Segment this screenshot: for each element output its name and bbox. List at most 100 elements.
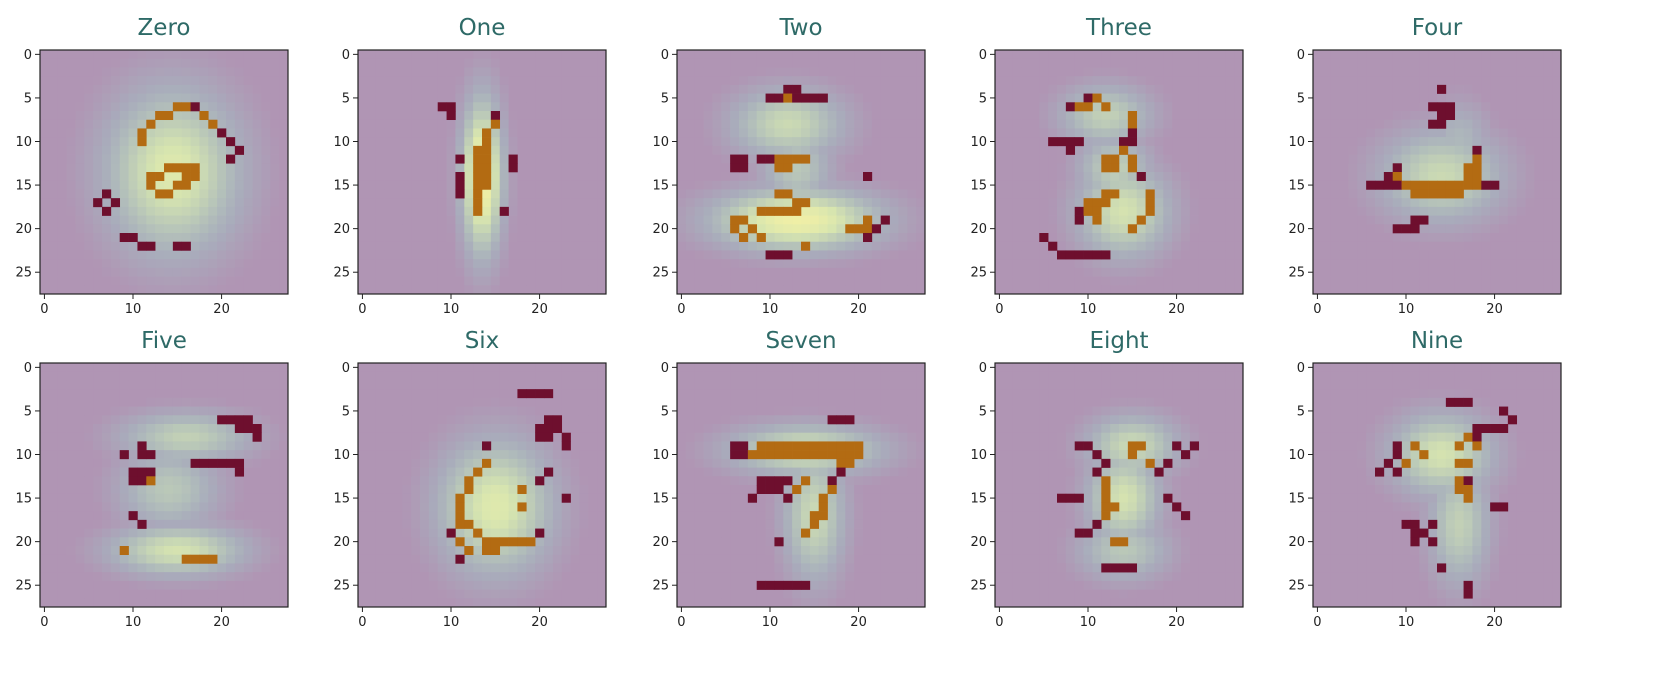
heat-cell: [208, 84, 218, 94]
heat-cell: [517, 102, 527, 112]
heat-cell: [437, 84, 447, 94]
heat-cell: [84, 172, 94, 182]
heat-cell: [1481, 189, 1491, 199]
heat-cell: [490, 198, 501, 208]
heat-cell: [384, 172, 394, 182]
heat-cell: [907, 154, 917, 164]
heat-cell: [102, 415, 112, 425]
heat-cell: [261, 389, 271, 399]
heat-cell: [172, 415, 183, 425]
heat-cell: [1445, 137, 1456, 147]
heat-cell: [252, 580, 262, 590]
heat-cell: [703, 84, 713, 94]
heat-cell: [1039, 102, 1049, 112]
heat-cell: [854, 119, 864, 129]
heat-cell: [765, 180, 775, 190]
heat-cell: [1339, 119, 1349, 129]
heat-cell: [1145, 137, 1155, 147]
heat-cell: [544, 58, 554, 68]
heat-cell: [1313, 215, 1323, 225]
heat-cell: [270, 406, 280, 416]
heat-cell: [1383, 102, 1394, 112]
heat-cell: [1516, 163, 1526, 173]
heat-cell: [48, 154, 59, 164]
heat-cell: [739, 93, 749, 103]
heat-cell: [358, 276, 368, 286]
heat-cell: [1516, 198, 1526, 208]
heat-cell: [217, 172, 227, 182]
heat-cell: [1499, 102, 1509, 112]
heat-cell: [199, 424, 209, 434]
heat-cell: [570, 119, 580, 129]
heat-cell: [190, 241, 200, 251]
heat-cell: [279, 250, 289, 260]
heat-cell: [420, 267, 430, 277]
digit-pixel: [1419, 215, 1429, 225]
heat-cell: [517, 276, 527, 286]
heat-cell: [809, 180, 820, 190]
heat-cell: [809, 102, 820, 112]
heat-cell: [411, 76, 421, 86]
heat-cell: [730, 180, 740, 190]
heat-cell: [1198, 241, 1208, 251]
heat-cell: [243, 485, 253, 495]
digit-pixel: [164, 189, 174, 199]
heat-cell: [366, 145, 377, 155]
heat-cell: [1330, 102, 1340, 112]
heat-cell: [499, 102, 509, 112]
heat-cell: [916, 84, 926, 94]
heat-cell: [172, 476, 183, 486]
heat-cell: [1136, 180, 1146, 190]
heat-cell: [199, 441, 209, 451]
heat-cell: [411, 93, 421, 103]
heat-cell: [739, 50, 749, 60]
heat-cell: [366, 163, 377, 173]
heat-cell: [93, 58, 103, 68]
heat-cell: [517, 119, 527, 129]
heat-cell: [544, 84, 554, 94]
heat-cell: [677, 102, 687, 112]
heat-cell: [836, 137, 846, 147]
heat-cell: [1021, 259, 1031, 269]
heat-cell: [1507, 111, 1518, 121]
heat-cell: [270, 215, 280, 225]
heat-cell: [871, 128, 882, 138]
heat-cell: [1419, 276, 1429, 286]
heat-cell: [84, 589, 94, 599]
heat-cell: [730, 189, 740, 199]
heat-cell: [818, 189, 828, 199]
digit-pixel: [774, 163, 784, 173]
heat-cell: [1172, 128, 1182, 138]
heat-cell: [137, 58, 147, 68]
heat-cell: [358, 259, 368, 269]
heat-cell: [1207, 154, 1217, 164]
heat-cell: [552, 93, 563, 103]
heat-cell: [75, 145, 85, 155]
heat-cell: [1119, 259, 1129, 269]
heat-cell: [836, 67, 846, 77]
heat-cell: [916, 145, 926, 155]
heat-cell: [1401, 198, 1411, 208]
heat-cell: [261, 502, 271, 512]
heat-cell: [765, 233, 775, 243]
digit-pixel: [482, 137, 492, 147]
heat-cell: [703, 189, 713, 199]
heat-cell: [84, 389, 94, 399]
heat-cell: [1534, 241, 1544, 251]
heat-cell: [1189, 189, 1200, 199]
y-tick-label: 25: [15, 266, 32, 281]
heat-cell: [880, 128, 890, 138]
heat-cell: [172, 50, 183, 60]
heat-cell: [1534, 250, 1544, 260]
digit-pixel: [1419, 189, 1429, 199]
y-tick-label: 20: [333, 222, 350, 237]
heat-cell: [1454, 93, 1464, 103]
heat-cell: [916, 111, 926, 121]
heat-cell: [1154, 93, 1164, 103]
y-tick-label: 10: [333, 135, 350, 150]
heat-cell: [57, 241, 67, 251]
heat-cell: [146, 233, 156, 243]
heat-cell: [261, 493, 271, 503]
heat-cell: [234, 163, 245, 173]
heat-cell: [1330, 154, 1340, 164]
